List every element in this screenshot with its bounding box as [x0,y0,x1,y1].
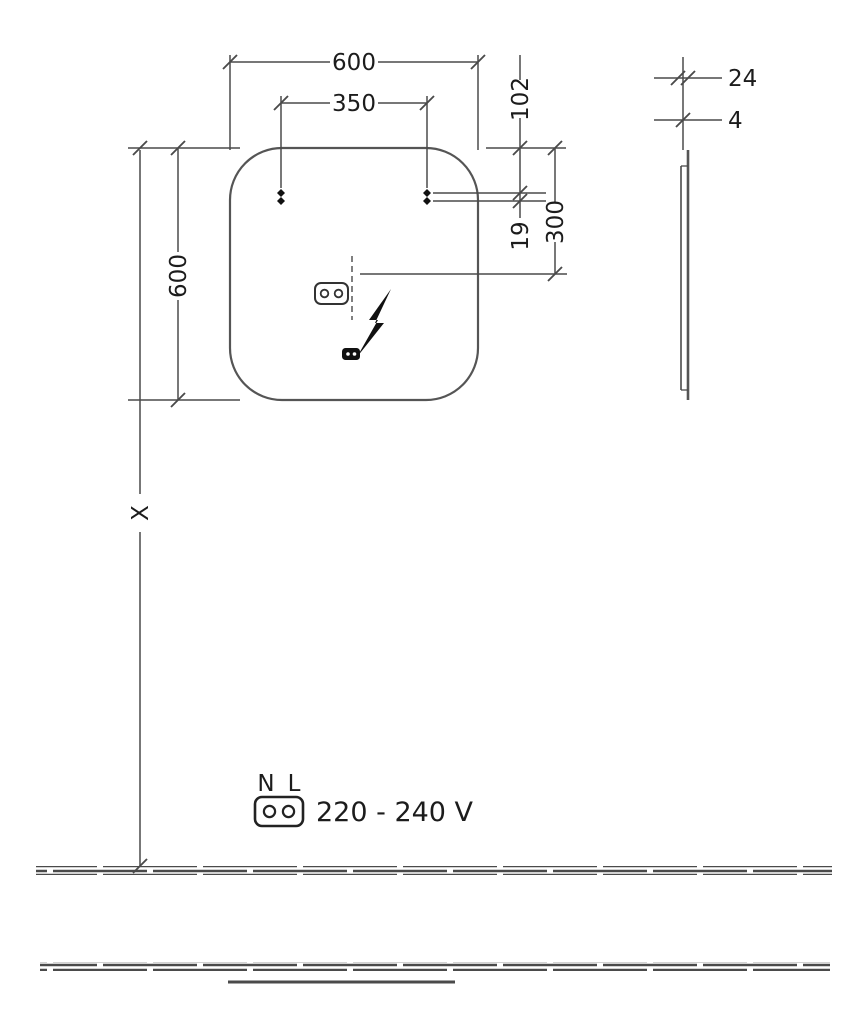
socket-icon [253,795,305,828]
dim-label-height: 600 [166,254,192,298]
dim-label-bracket-hole-offset: 19 [508,221,534,250]
junction-box [314,256,353,320]
dim-label-bracket-spacing: 350 [332,91,376,117]
dim-label-top-to-bracket: 102 [508,77,534,121]
junction-box-terminal-icon [319,288,330,299]
dimension-bracket-spacing-350: 350 [273,91,435,188]
tick-mark [222,54,238,70]
dim-label-top-to-outlet: 300 [543,200,569,244]
tick-mark [547,140,563,156]
tick-mark [675,112,691,128]
dim-label-width: 600 [332,50,376,76]
dimension-height-600: 600 [128,140,240,408]
junction-box-terminal-icon [333,288,344,299]
side-view: 24 4 [654,57,757,400]
bracket-hole-icon [423,189,431,197]
line-label: L [288,771,301,797]
dim-label-mounting-height: X [128,505,154,521]
bracket-hole-icon [277,189,285,197]
neutral-label: N [257,771,274,797]
bracket-hole-icon [423,197,431,205]
socket-terminal-n-icon [262,804,277,819]
electrical-connection: N L 220 - 240 V [253,771,474,828]
tick-mark [512,185,528,201]
floor-section-hatch [40,962,830,971]
wall-floor-sections [36,866,832,984]
tick-mark [419,95,435,111]
dimension-right-chain: 102 19 300 [360,55,569,282]
voltage-label: 220 - 240 V [316,797,474,828]
tick-mark [680,70,696,86]
tick-mark [132,140,148,156]
plug-pin-icon [346,352,350,356]
socket-terminal-l-icon [281,804,296,819]
dimension-mounting-height-x: X [128,140,154,874]
junction-box-icon [314,282,349,305]
dim-label-panel-thickness: 4 [728,108,743,134]
lightning-bolt-icon [357,289,391,357]
bracket-hole-icon [277,197,285,205]
tick-mark [547,266,563,282]
tick-mark [170,392,186,408]
plug-symbol [342,348,360,360]
tick-mark [670,70,686,86]
bracket-hole-symbols [277,189,431,205]
tick-mark [512,193,528,209]
dimension-width-600: 600 [222,50,486,150]
tick-mark [273,95,289,111]
dim-label-depth: 24 [728,66,757,92]
power-symbol [357,289,391,357]
plug-pin-icon [352,352,357,356]
tick-mark [170,140,186,156]
plug-icon [342,348,360,360]
tick-mark [470,54,486,70]
wall-section-hatch [36,866,832,875]
tick-mark [512,140,528,156]
